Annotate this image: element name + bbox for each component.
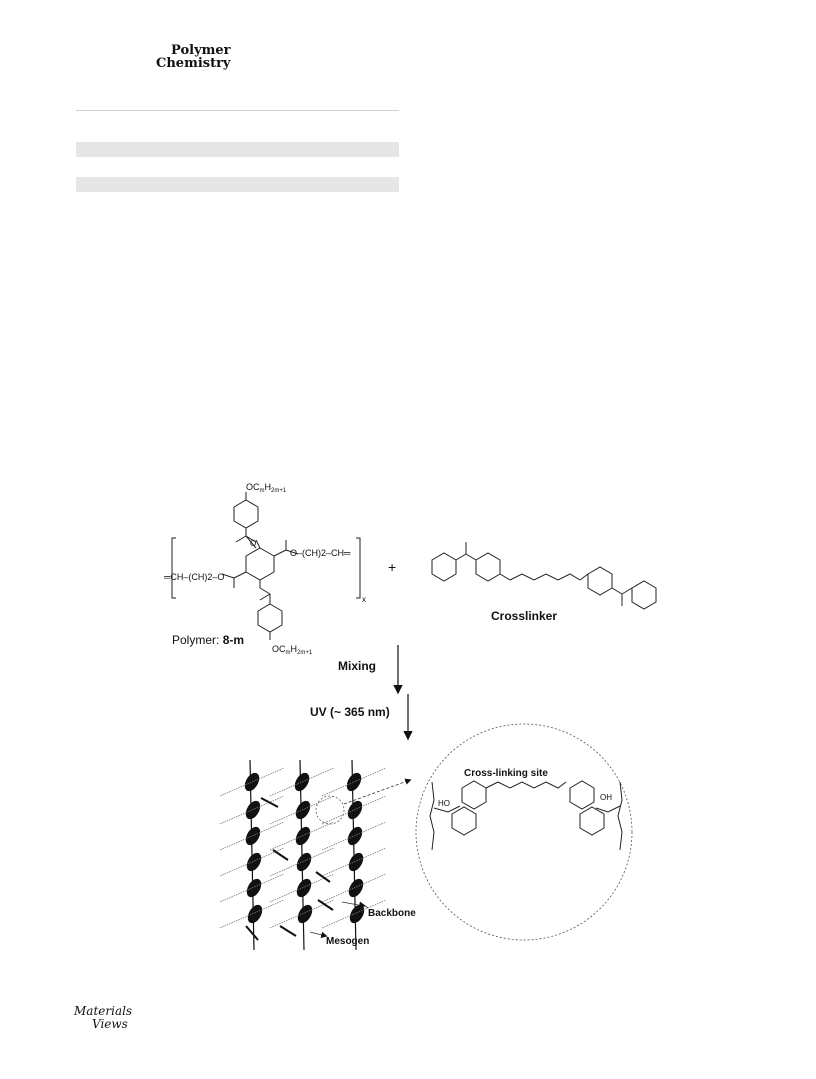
polymer-structure: OCmH2m+1 O x ═CH–(CH)2– — [163, 482, 366, 656]
bottom-alkoxy-label: OCmH2m+1 — [272, 644, 313, 656]
publisher-logo-line1: Materials — [74, 1004, 132, 1018]
hydroxyl-left: HO — [438, 799, 450, 808]
inset-title: Cross-linking site — [464, 768, 548, 779]
table-band-2 — [76, 177, 399, 192]
top-alkoxy-label: OCmH2m+1 — [246, 482, 287, 494]
journal-logo: Polymer Chemistry — [156, 44, 231, 70]
plus-sign: + — [388, 559, 396, 575]
o-label-top: O — [250, 539, 256, 548]
mixing-label: Mixing — [338, 659, 376, 673]
crosslinker-label: Crosslinker — [491, 609, 557, 623]
crosslink-inset: Cross-linking site HO OH — [415, 723, 633, 941]
publisher-logo-line2: Views — [92, 1017, 128, 1031]
journal-name-line2: Chemistry — [156, 56, 231, 71]
header-divider — [76, 110, 399, 111]
right-chain-label: O–(CH)2–CH═ — [290, 548, 351, 558]
publisher-logo: Materials Views — [73, 1002, 134, 1032]
hydroxyl-right: OH — [600, 793, 612, 802]
polymer-label: Polymer: 8-m — [172, 633, 244, 647]
mesogen-label: Mesogen — [326, 936, 369, 947]
left-chain-label: ═CH–(CH)2–O — [163, 572, 224, 582]
backbone-label: Backbone — [368, 908, 416, 919]
uv-label: UV (~ 365 nm) — [310, 705, 390, 719]
table-band-1 — [76, 142, 399, 157]
scheme-figure: OCmH2m+1 O x ═CH–(CH)2– — [160, 470, 660, 960]
journal-name-line1: Polymer — [171, 43, 231, 58]
repeat-index: x — [362, 595, 366, 604]
crosslinker-structure — [431, 542, 657, 610]
network-schematic — [219, 759, 412, 951]
